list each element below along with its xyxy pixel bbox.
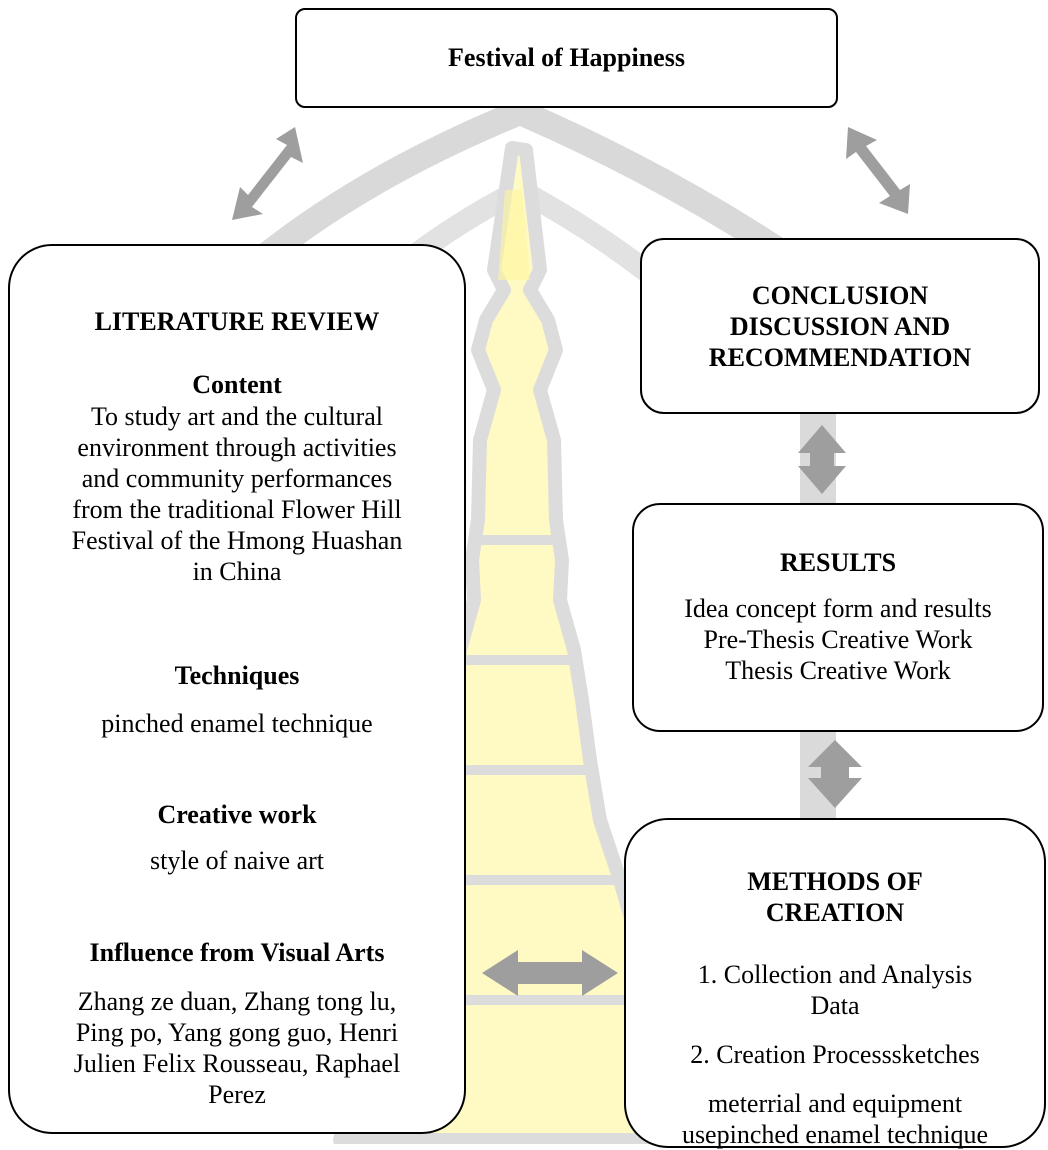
content-line: environment through activities bbox=[77, 433, 397, 462]
content-line: Festival of the Hmong Huashan bbox=[71, 526, 403, 555]
results-heading: RESULTS bbox=[779, 548, 897, 577]
influence-line: Ping po, Yang gong guo, Henri bbox=[75, 1018, 399, 1047]
methods-item-3-line: usepinched enamel technique bbox=[681, 1120, 989, 1149]
content-heading: Content bbox=[192, 370, 282, 399]
methods-heading-line: CREATION bbox=[765, 898, 905, 927]
conclusion-line: DISCUSSION AND bbox=[729, 312, 951, 341]
influence-line: Perez bbox=[208, 1080, 266, 1109]
influence-heading: Influence from Visual Arts bbox=[89, 938, 385, 967]
arrow-literature-methods bbox=[482, 950, 618, 996]
arrow-conclusion-results bbox=[798, 425, 846, 494]
conclusion-box: CONCLUSION DISCUSSION AND RECOMMENDATION bbox=[640, 238, 1040, 414]
methods-item-3-line: meterrial and equipment bbox=[707, 1089, 963, 1118]
influence-line: Zhang ze duan, Zhang tong lu, bbox=[77, 987, 397, 1016]
content-line: in China bbox=[192, 557, 282, 586]
title-box: Festival of Happiness bbox=[295, 8, 838, 108]
methods-item-1-line: Data bbox=[810, 991, 860, 1020]
methods-box: METHODS OF CREATION 1. Collection and An… bbox=[624, 818, 1046, 1149]
content-line: To study art and the cultural bbox=[90, 402, 384, 431]
content-line: from the traditional Flower Hill bbox=[72, 495, 402, 524]
literature-review-box: LITERATURE REVIEW Content To study art a… bbox=[8, 244, 466, 1134]
methods-item-1-line: 1. Collection and Analysis bbox=[697, 960, 973, 989]
results-line: Pre-Thesis Creative Work bbox=[703, 625, 973, 654]
methods-heading-line: METHODS OF bbox=[747, 867, 923, 896]
literature-review-heading: LITERATURE REVIEW bbox=[94, 307, 380, 336]
watermark-arch bbox=[206, 97, 858, 311]
arrow-title-literature bbox=[232, 127, 303, 220]
methods-item-2: 2. Creation Processsketches bbox=[690, 1040, 980, 1069]
techniques-text: pinched enamel technique bbox=[101, 709, 373, 738]
diagram-title: Festival of Happiness bbox=[448, 43, 685, 72]
conclusion-line: RECOMMENDATION bbox=[708, 343, 972, 372]
content-line: and community performances bbox=[81, 464, 393, 493]
results-box: RESULTS Idea concept form and results Pr… bbox=[632, 503, 1044, 732]
conclusion-line: CONCLUSION bbox=[751, 281, 929, 310]
techniques-heading: Techniques bbox=[174, 661, 300, 690]
arrow-title-conclusion bbox=[846, 127, 910, 214]
influence-line: Julien Felix Rousseau, Raphael bbox=[73, 1049, 401, 1078]
creative-work-text: style of naive art bbox=[150, 846, 324, 875]
results-line: Idea concept form and results bbox=[684, 594, 992, 623]
arrow-results-methods bbox=[808, 740, 862, 808]
creative-work-heading: Creative work bbox=[157, 800, 317, 829]
results-line: Thesis Creative Work bbox=[725, 656, 951, 685]
